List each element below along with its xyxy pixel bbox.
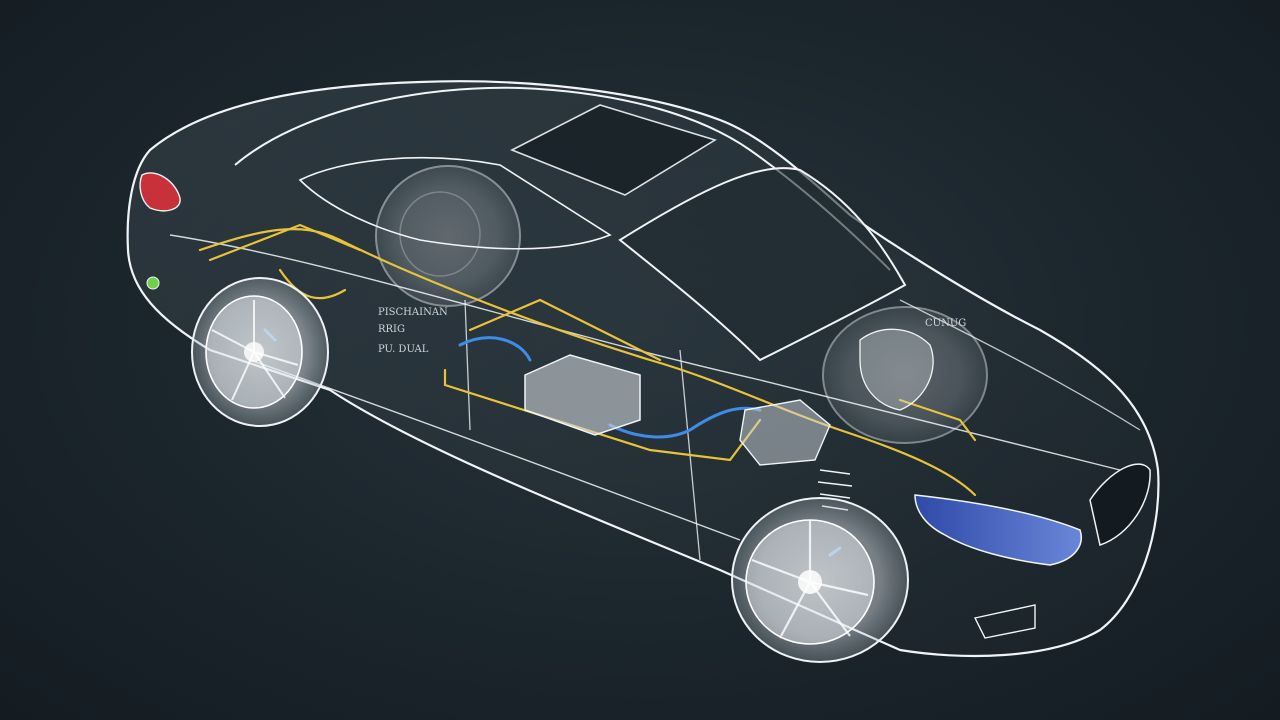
tail-light bbox=[139, 172, 181, 212]
wiring-harness bbox=[198, 223, 977, 497]
annotation-label-2: RRIG bbox=[378, 324, 405, 335]
headlight bbox=[914, 494, 1082, 566]
car-body-outline bbox=[126, 80, 1160, 658]
rear-green-indicator bbox=[146, 276, 160, 290]
annotation-label-4: CUNUG bbox=[925, 318, 966, 329]
annotation-label-3: PU. DUAL bbox=[378, 344, 429, 355]
engine-assembly bbox=[739, 328, 934, 466]
rear-near-wheel bbox=[191, 277, 329, 427]
annotation-label-1: PISCHAINAN bbox=[378, 307, 448, 318]
front-near-wheel bbox=[731, 497, 909, 663]
front-suspension-spring bbox=[817, 469, 853, 511]
battery-pack bbox=[524, 354, 641, 436]
